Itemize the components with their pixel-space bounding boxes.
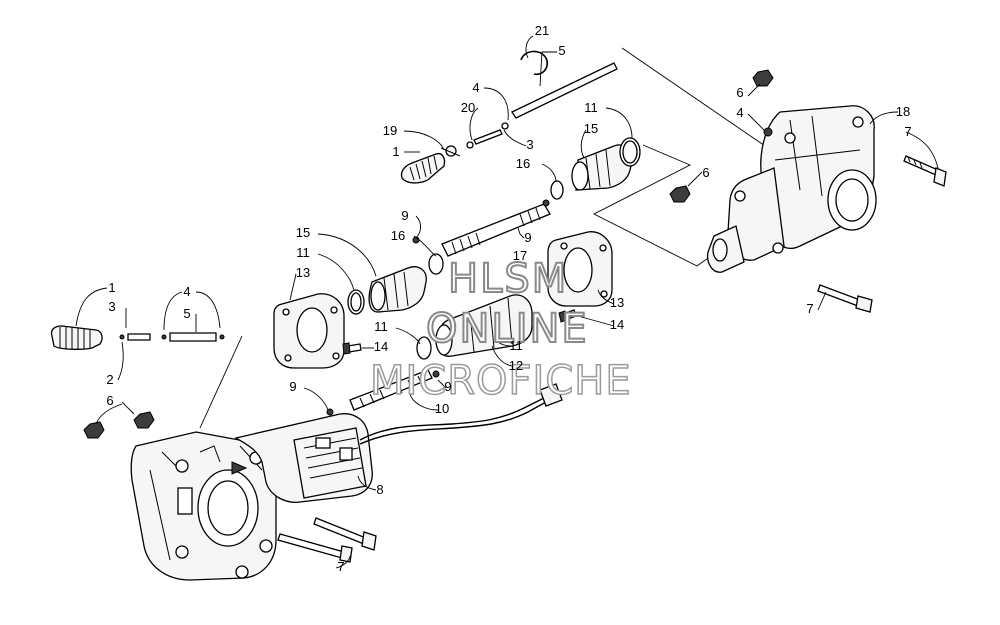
boot-upper bbox=[400, 152, 446, 184]
callout-c5a: 5 bbox=[558, 43, 565, 58]
snap-ring-21 bbox=[520, 50, 549, 76]
callout-c15b: 15 bbox=[296, 225, 310, 240]
callout-c14b: 14 bbox=[374, 339, 388, 354]
callout-c9d: 9 bbox=[444, 379, 451, 394]
shaft-5-left bbox=[161, 332, 225, 342]
callout-c6b: 6 bbox=[702, 165, 709, 180]
washer-4-right bbox=[763, 127, 773, 137]
shaft-17 bbox=[441, 199, 551, 257]
wire-harness bbox=[359, 383, 563, 445]
callout-c9c: 9 bbox=[289, 379, 296, 394]
nut-6-right-mid bbox=[669, 185, 691, 203]
callout-c4b: 4 bbox=[736, 105, 743, 120]
gear-case-left bbox=[130, 431, 277, 581]
shaft-10 bbox=[326, 369, 440, 416]
bolt-7-right-bottom bbox=[817, 284, 873, 313]
cover-plate-13-right bbox=[547, 231, 613, 307]
callout-c7a: 7 bbox=[904, 124, 911, 139]
bolt-14-right bbox=[558, 309, 577, 323]
callout-c16a: 16 bbox=[516, 156, 530, 171]
callout-c10: 10 bbox=[435, 401, 449, 416]
ring-11-lower bbox=[416, 336, 432, 360]
ring-16-upper bbox=[550, 180, 564, 200]
callout-c11c: 11 bbox=[374, 319, 388, 334]
callout-c12: 12 bbox=[509, 358, 523, 373]
callout-c5b: 5 bbox=[183, 306, 190, 321]
pin-3-upper bbox=[466, 122, 509, 149]
callout-c2: 2 bbox=[106, 372, 113, 387]
callout-c1b: 1 bbox=[108, 280, 115, 295]
callout-c14a: 14 bbox=[610, 317, 624, 332]
watermark-line-3: MICROFICHE bbox=[370, 358, 632, 404]
gear-case-right bbox=[706, 105, 877, 273]
clamp-19 bbox=[440, 145, 461, 157]
boot-15-middle bbox=[368, 266, 427, 313]
callout-c20: 20 bbox=[461, 100, 475, 115]
shaft-5-upper bbox=[511, 62, 618, 119]
bolt-7-left-b bbox=[313, 517, 377, 551]
bolt-14-left bbox=[342, 342, 362, 355]
callout-c16b: 16 bbox=[391, 228, 405, 243]
callout-c3a: 3 bbox=[526, 137, 533, 152]
callout-c6c: 6 bbox=[106, 393, 113, 408]
bolt-7-left-a bbox=[277, 533, 353, 563]
actuator-8 bbox=[234, 413, 373, 503]
nut-6-right-top bbox=[752, 69, 774, 87]
watermark-line-1: HLSM bbox=[448, 256, 568, 302]
boot-left bbox=[50, 325, 103, 350]
callout-c19: 19 bbox=[383, 123, 397, 138]
callout-c7c: 7 bbox=[337, 559, 344, 574]
ring-11-middle bbox=[347, 289, 365, 315]
callout-c4c: 4 bbox=[183, 284, 190, 299]
callout-c8: 8 bbox=[376, 482, 383, 497]
watermark-line-2: ONLINE bbox=[426, 306, 589, 352]
callout-c13b: 13 bbox=[610, 295, 624, 310]
callout-c13a: 13 bbox=[296, 265, 310, 280]
callout-c9b: 9 bbox=[524, 230, 531, 245]
callout-c3b: 3 bbox=[108, 299, 115, 314]
nut-6-left-a bbox=[83, 421, 105, 439]
callout-c17: 17 bbox=[513, 248, 527, 263]
callout-c9a: 9 bbox=[401, 208, 408, 223]
callout-c21: 21 bbox=[535, 23, 549, 38]
callout-c11d: 11 bbox=[509, 338, 523, 353]
callout-c6a: 6 bbox=[736, 85, 743, 100]
leader-lines bbox=[75, 35, 939, 569]
watermark: HLSM ONLINE MICROFICHE bbox=[369, 255, 632, 405]
callout-c1a: 1 bbox=[392, 144, 399, 159]
ring-11-upper bbox=[619, 137, 641, 167]
callout-c18: 18 bbox=[896, 104, 910, 119]
nut-6-left-b bbox=[133, 411, 155, 429]
callout-c15a: 15 bbox=[584, 121, 598, 136]
cover-plate-13-left bbox=[273, 293, 345, 369]
reference-lines bbox=[199, 47, 769, 429]
callout-c4a: 4 bbox=[472, 80, 479, 95]
pin-3-left bbox=[119, 333, 151, 341]
callout-c7b: 7 bbox=[806, 301, 813, 316]
coupler-12 bbox=[435, 294, 533, 357]
callout-c11a: 11 bbox=[584, 100, 598, 115]
callout-c11b: 11 bbox=[296, 245, 310, 260]
bolt-7-right-top bbox=[903, 155, 947, 187]
